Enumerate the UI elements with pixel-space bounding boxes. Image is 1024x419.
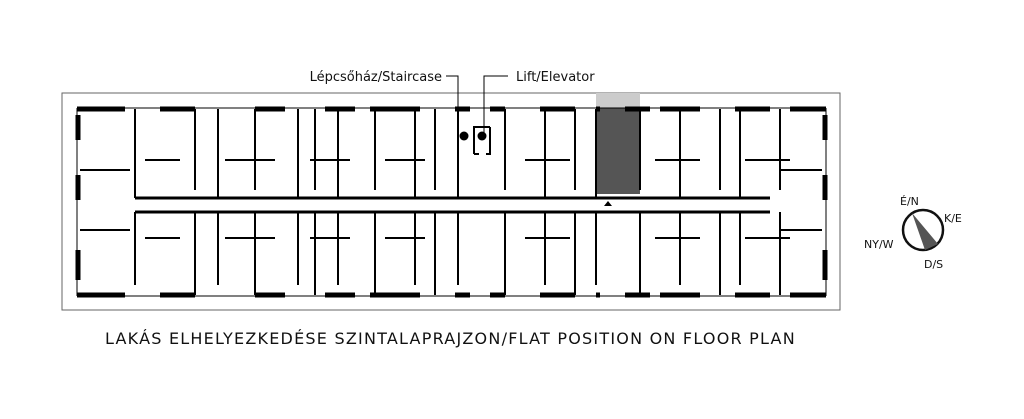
diagram-title: LAKÁS ELHELYEZKEDÉSE SZINTALAPRAJZON/FLA… bbox=[105, 329, 795, 348]
elevator-marker bbox=[477, 131, 487, 141]
staircase-label: Lépcsőház/Staircase bbox=[310, 70, 442, 85]
compass-north: É/N bbox=[900, 195, 919, 208]
highlighted-balcony bbox=[596, 93, 640, 108]
elevator-label: Lift/Elevator bbox=[516, 70, 595, 85]
staircase-marker bbox=[459, 131, 469, 141]
elevator-shaft bbox=[473, 126, 491, 155]
compass-west: NY/W bbox=[864, 238, 894, 251]
building-walls bbox=[75, 106, 828, 298]
elevator-leader bbox=[483, 75, 508, 136]
staircase-leader bbox=[446, 75, 459, 136]
highlighted-flat bbox=[596, 108, 640, 194]
compass-ring bbox=[901, 208, 945, 252]
entrance-marker bbox=[604, 201, 612, 206]
balcony-outline bbox=[61, 92, 841, 311]
compass-south: D/S bbox=[924, 258, 943, 271]
compass-east: K/E bbox=[944, 212, 962, 225]
compass-needle-icon bbox=[912, 213, 938, 250]
compass: É/N K/E D/S NY/W bbox=[864, 195, 962, 271]
